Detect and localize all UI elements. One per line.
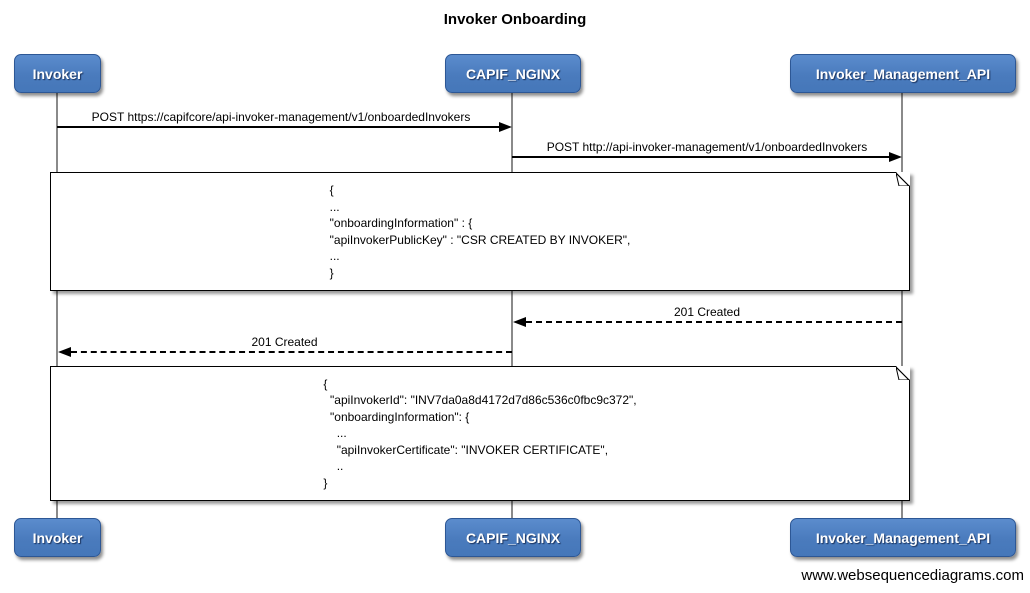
note-onboarding-request-text: { ... "onboardingInformation" : { "apiIn…	[329, 183, 631, 280]
message-line-3	[526, 321, 902, 323]
message-line-1	[57, 126, 499, 128]
actor-capif-nginx-label: CAPIF_NGINX	[465, 529, 561, 546]
lifeline-invoker	[56, 93, 58, 518]
actor-invoker-top: Invoker	[14, 54, 101, 93]
message-label-post-api: POST http://api-invoker-management/v1/on…	[546, 140, 868, 154]
lifeline-invoker-management-api	[901, 93, 903, 518]
arrowhead-left-icon	[58, 347, 71, 357]
actor-invoker-management-api-bottom: Invoker_Management_API	[790, 518, 1016, 557]
message-label-201-created-nginx: 201 Created	[251, 335, 318, 349]
note-fold-corner-icon	[896, 366, 910, 380]
note-fold-corner-icon	[896, 172, 910, 186]
arrowhead-right-icon	[889, 152, 902, 162]
actor-invoker-bottom: Invoker	[14, 518, 101, 557]
message-line-2	[512, 156, 889, 158]
actor-capif-nginx-top: CAPIF_NGINX	[445, 54, 581, 93]
actor-invoker-management-api-label: Invoker_Management_API	[815, 65, 991, 82]
actor-invoker-label: Invoker	[32, 529, 83, 546]
arrowhead-right-icon	[499, 122, 512, 132]
note-onboarding-response: { "apiInvokerId": "INV7da0a8d4172d7d86c5…	[50, 366, 910, 501]
message-label-201-created-api: 201 Created	[673, 305, 741, 319]
actor-capif-nginx-label: CAPIF_NGINX	[465, 65, 561, 82]
actor-invoker-label: Invoker	[32, 65, 83, 82]
actor-invoker-management-api-top: Invoker_Management_API	[790, 54, 1016, 93]
lifeline-capif-nginx	[511, 93, 513, 518]
actor-invoker-management-api-label: Invoker_Management_API	[815, 529, 991, 546]
note-onboarding-response-text: { "apiInvokerId": "INV7da0a8d4172d7d86c5…	[323, 376, 637, 490]
message-line-4	[71, 351, 512, 353]
message-label-post-capifcore: POST https://capifcore/api-invoker-manag…	[91, 110, 471, 124]
websequencediagrams-watermark: www.websequencediagrams.com	[801, 567, 1024, 584]
actor-capif-nginx-bottom: CAPIF_NGINX	[445, 518, 581, 557]
arrowhead-left-icon	[513, 317, 526, 327]
diagram-title: Invoker Onboarding	[443, 11, 587, 28]
note-onboarding-request: { ... "onboardingInformation" : { "apiIn…	[50, 172, 910, 291]
